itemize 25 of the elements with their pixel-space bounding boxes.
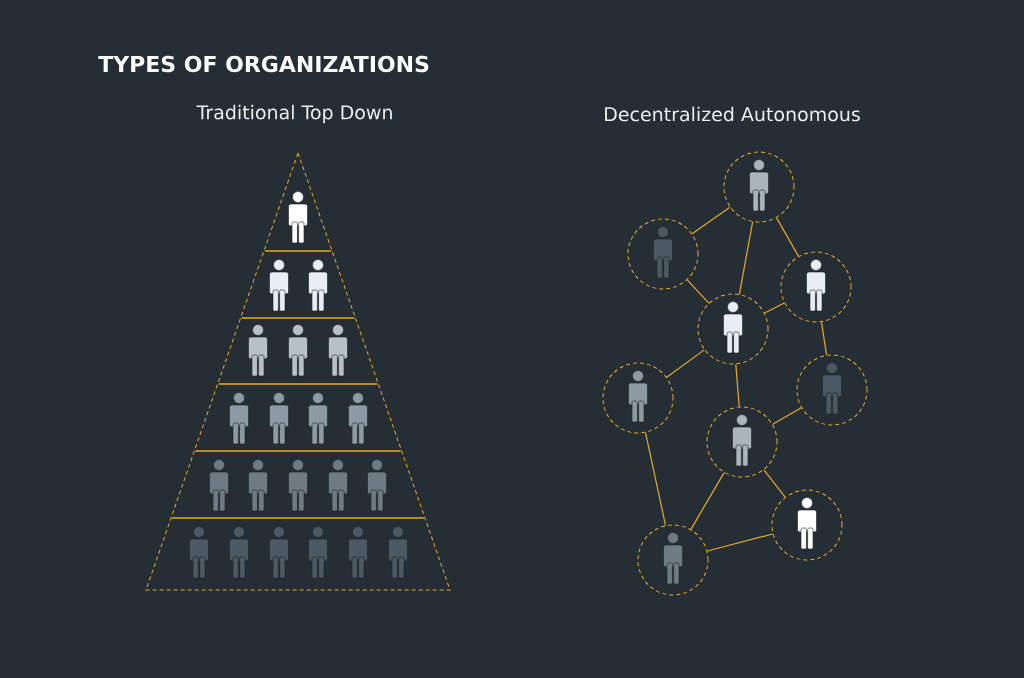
column-heading: Decentralized Autonomous [605,106,860,122]
connector-line [690,472,725,530]
person-circle [723,151,795,223]
title: TYPES OF ORGANIZATIONS [98,55,429,73]
person-circle [637,524,709,596]
connector-line [772,407,802,425]
person-circle [706,406,778,478]
connector-line [666,349,705,378]
connector-line [820,321,828,356]
connector-line [691,206,731,235]
connector-line [706,533,774,552]
person-circle [697,293,769,365]
person-circle [627,218,699,290]
person-circle [796,354,868,426]
connector-line [644,432,667,526]
connector-line [686,279,710,304]
connector-line [735,363,740,408]
person-circle [780,251,852,323]
person-circle [771,489,843,561]
connector-line [763,469,786,498]
person-circle [602,362,674,434]
connector-line [776,217,800,257]
connector-line [764,302,785,314]
column-heading: Traditional Top Down [196,104,392,124]
connector-line [738,221,754,295]
